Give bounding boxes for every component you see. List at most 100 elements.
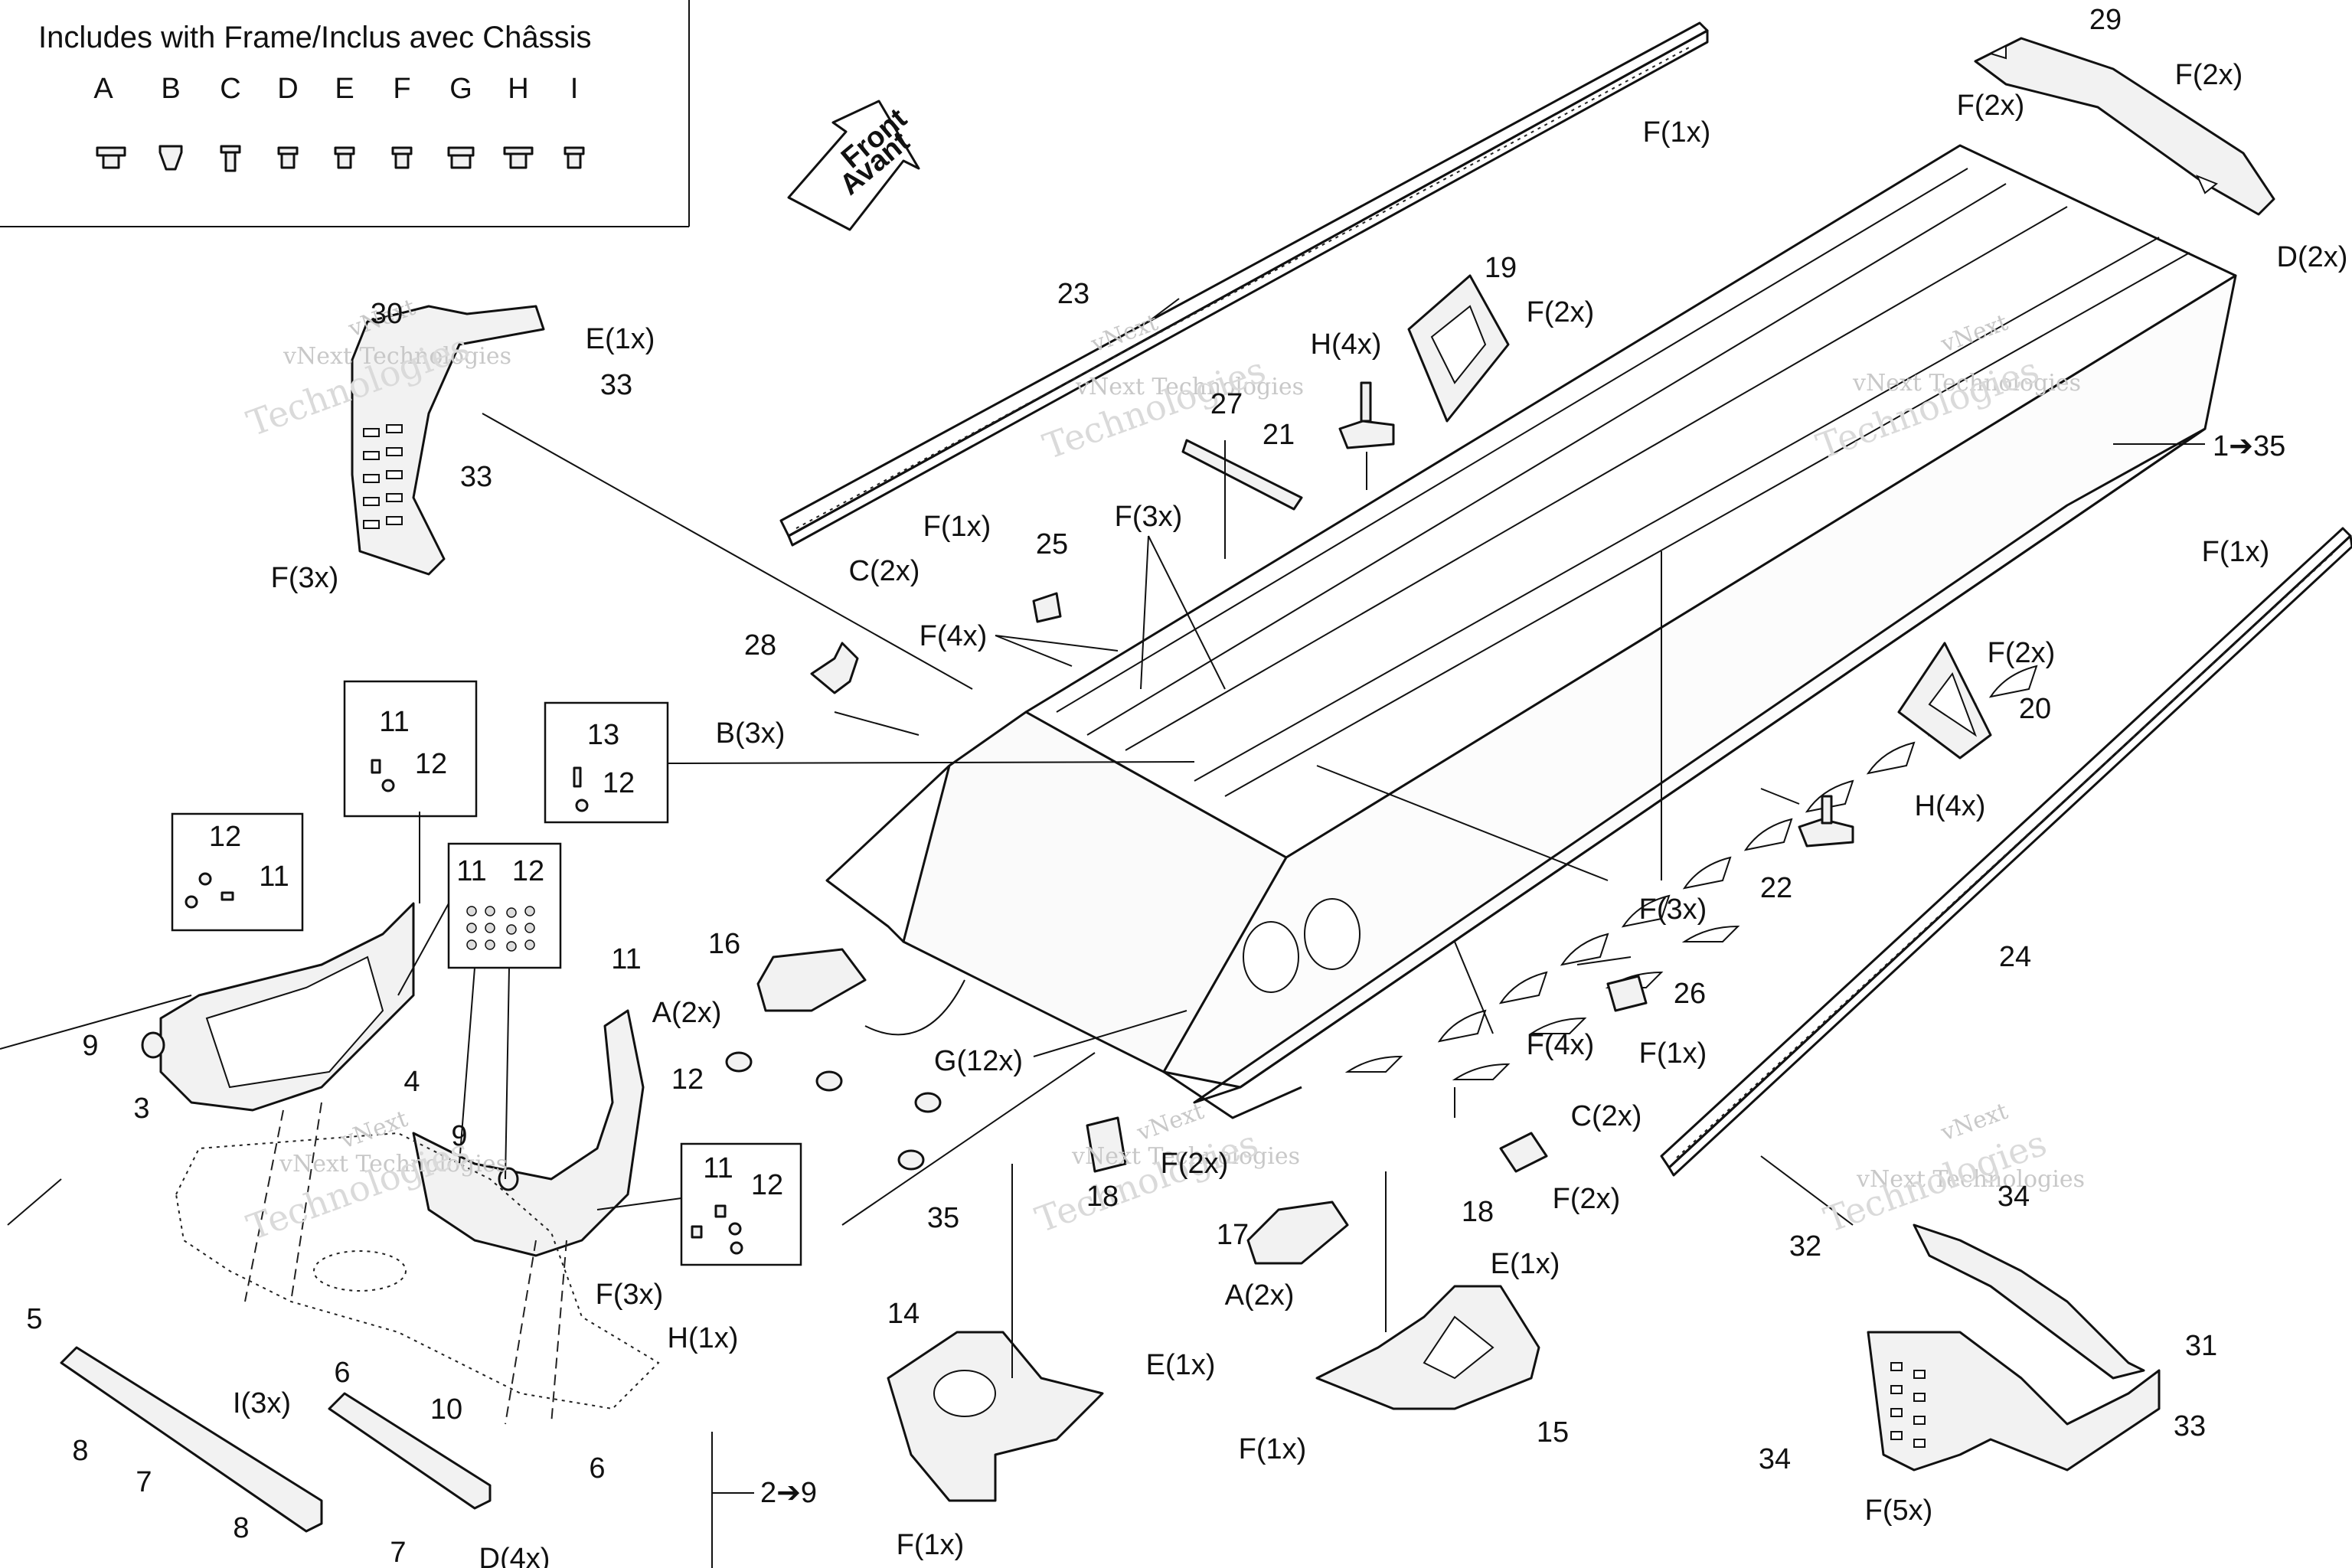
callout-18-b: 18 <box>1462 1196 1494 1228</box>
front-arrow: Front Avant <box>787 100 920 231</box>
callout-f4x-top: F(4x) <box>920 620 988 652</box>
callout-4: 4 <box>403 1066 420 1098</box>
part-4-front-frame <box>412 1009 645 1257</box>
callout-9-b: 9 <box>451 1120 467 1152</box>
part-27-bar <box>1181 439 1303 511</box>
callout-f2x-18b: F(2x) <box>1553 1183 1621 1215</box>
callout-e1x-15: E(1x) <box>1491 1248 1560 1280</box>
callout-20: 20 <box>2019 693 2051 725</box>
part-3-front-frame <box>159 902 415 1112</box>
callout-f3x-right: F(3x) <box>1639 893 1707 926</box>
legend-letter-f: F <box>393 73 410 105</box>
callout-f2x-20: F(2x) <box>1988 637 2056 669</box>
callout-33-a: 33 <box>600 369 632 401</box>
callout-18-a: 18 <box>1086 1181 1119 1213</box>
part-20-gusset <box>1897 642 1992 760</box>
callout-9-a: 9 <box>82 1030 98 1062</box>
callout-12-f: 12 <box>751 1169 783 1201</box>
callout-19: 19 <box>1485 252 1517 284</box>
callout-11-d: 11 <box>456 855 486 887</box>
callout-f3x-30: F(3x) <box>271 562 339 594</box>
callout-a2x-17: A(2x) <box>1225 1279 1295 1312</box>
callout-13: 13 <box>587 719 619 751</box>
part-28-bracket <box>810 642 859 694</box>
callout-b3x: B(3x) <box>716 717 786 750</box>
part-30-front-bracket <box>351 305 545 576</box>
skid-plate-assembly <box>0 995 754 1568</box>
callout-34-a: 34 <box>1998 1181 2030 1213</box>
callout-15: 15 <box>1537 1416 1569 1449</box>
callout-5: 5 <box>26 1303 42 1335</box>
part-35-washers <box>725 1051 942 1171</box>
callout-11-f: 11 <box>703 1152 733 1184</box>
part-15-deflector <box>1315 1285 1540 1410</box>
callout-d4x: D(4x) <box>479 1543 550 1568</box>
watermark-vnext-technologies-6: vNext Technologies <box>1856 1166 2085 1193</box>
legend-title: Includes with Frame/Inclus avec Châssis <box>38 21 592 54</box>
callout-31: 31 <box>2185 1330 2217 1362</box>
callout-1-to-35: 1➔35 <box>2213 430 2285 462</box>
callout-12-d: 12 <box>512 855 544 887</box>
callout-e1x-14: E(1x) <box>1146 1349 1216 1381</box>
callout-f5x: F(5x) <box>1865 1494 1933 1527</box>
callout-e1x-30: E(1x) <box>586 323 655 355</box>
callout-h1x: H(1x) <box>668 1322 739 1354</box>
callout-3: 3 <box>133 1093 149 1125</box>
part-14-deflector <box>887 1331 1104 1502</box>
callout-f1x-top: F(1x) <box>1643 116 1711 149</box>
watermark-vnext-5: vNext <box>1133 1098 1207 1147</box>
part-9-bushings <box>141 1031 519 1191</box>
part-18-plate-a <box>1086 1116 1127 1173</box>
legend-letter-e: E <box>335 73 354 105</box>
legend-letter-a: A <box>93 73 113 105</box>
callout-11-a: 11 <box>379 706 409 738</box>
part-22-hinge-plate <box>1798 795 1854 848</box>
callout-35: 35 <box>927 1202 959 1234</box>
legend-letter-g: G <box>449 73 472 105</box>
callout-f1x-c: F(1x) <box>1639 1037 1707 1070</box>
callout-f1x-15: F(1x) <box>1239 1433 1307 1465</box>
callout-21: 21 <box>1263 419 1295 451</box>
callout-f2x-29: F(2x) <box>2175 59 2243 91</box>
callout-29: 29 <box>2089 4 2122 36</box>
callout-10: 10 <box>430 1393 462 1426</box>
callout-16: 16 <box>708 928 740 960</box>
kit-box-11-12-a <box>343 680 478 818</box>
legend-letter-i: I <box>570 73 579 105</box>
tunnel-frame <box>825 144 2237 1119</box>
callout-f2x-18: F(2x) <box>1161 1148 1229 1180</box>
legend-fastener-icons <box>96 145 585 172</box>
watermark-vnext-technologies-3: vNext Technologies <box>1852 370 2081 397</box>
kit-box-11-12-c <box>447 842 562 969</box>
watermark-vnext-technologies-2: vNext Technologies <box>1075 374 1304 400</box>
callout-32: 32 <box>1789 1230 1821 1263</box>
callout-7-a: 7 <box>136 1466 152 1498</box>
callout-f3x-mid: F(3x) <box>1115 501 1183 533</box>
callout-7-b: 7 <box>390 1537 406 1568</box>
tunnel-vent-holes <box>1243 665 2038 1080</box>
callout-i3x: I(3x) <box>233 1387 291 1419</box>
callout-33-c: 33 <box>2174 1410 2206 1442</box>
callout-24: 24 <box>1999 941 2031 973</box>
part-19-gusset <box>1407 274 1510 423</box>
callout-33-b: 33 <box>460 461 492 493</box>
legend-letter-c: C <box>220 73 240 105</box>
part-24-running-board-right <box>1660 527 2352 1177</box>
callout-30: 30 <box>371 298 403 330</box>
part-16-plate <box>756 948 867 1012</box>
callout-12-e: 12 <box>671 1063 704 1096</box>
callout-f3x-bot: F(3x) <box>596 1279 664 1311</box>
part-21-hinge-plate <box>1338 381 1395 449</box>
legend-letter-d: D <box>277 73 298 105</box>
callout-f2x-top: F(2x) <box>1957 90 2025 122</box>
callout-a2x-16: A(2x) <box>652 997 722 1029</box>
part-18-plate-b <box>1499 1132 1548 1173</box>
callout-2-to-9: 2➔9 <box>760 1477 817 1509</box>
callout-27: 27 <box>1210 388 1243 420</box>
callout-c2x-24: C(2x) <box>1571 1100 1642 1132</box>
legend-letter-b: B <box>161 73 180 105</box>
callout-8-b: 8 <box>233 1512 249 1544</box>
callout-17: 17 <box>1217 1219 1249 1251</box>
callout-f1x-24: F(1x) <box>2202 536 2270 568</box>
